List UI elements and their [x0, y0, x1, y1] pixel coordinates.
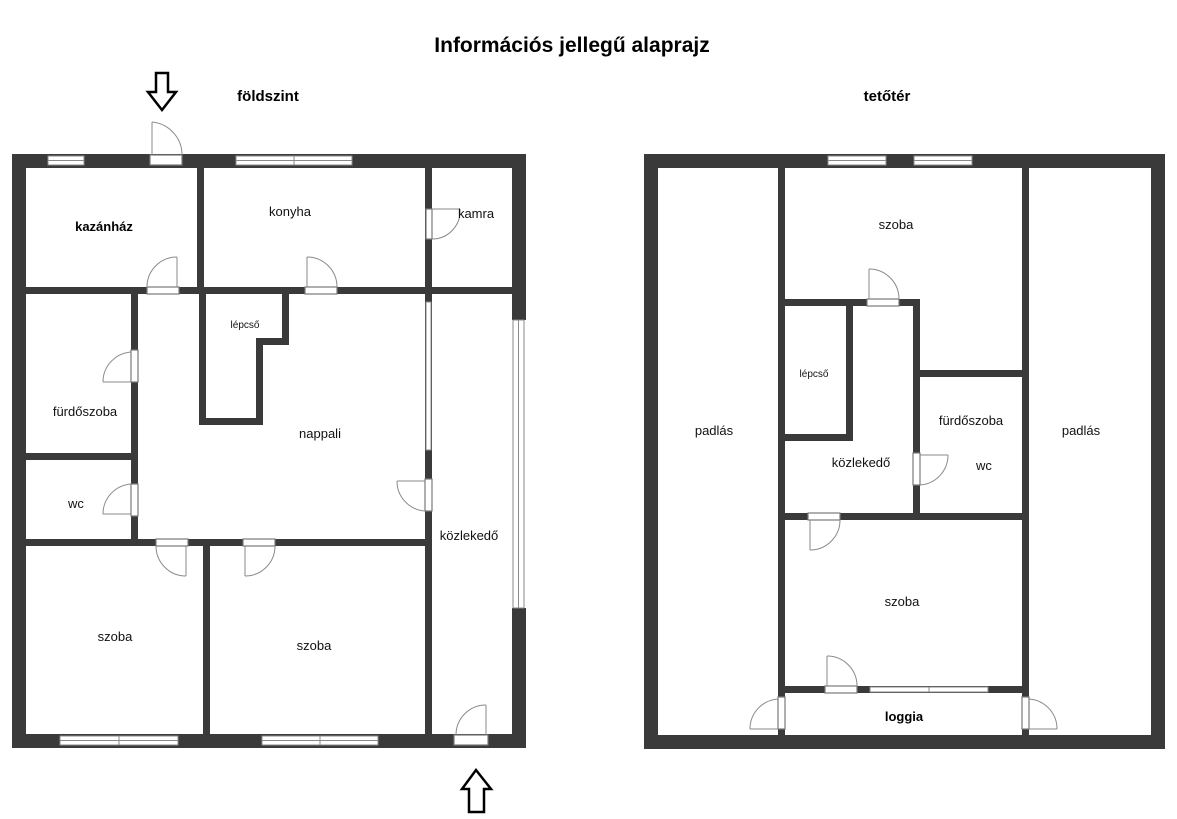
room-label-attic-lepcso: lépcső — [800, 369, 829, 380]
ground-windows — [47, 155, 525, 746]
room-label-kazanhaz: kazánház — [75, 219, 133, 234]
room-label-loggia: loggia — [885, 709, 924, 724]
room-label-kamra: kamra — [458, 206, 495, 221]
room-label-attic-kozlekedo: közlekedő — [832, 455, 891, 470]
room-label-attic-furdoszoba: fürdőszoba — [939, 413, 1004, 428]
entrance-arrow-top-icon — [145, 71, 179, 113]
ground-floor-label: földszint — [237, 88, 299, 105]
attic-interior-walls — [778, 168, 1029, 735]
room-label-kozlekedo: közlekedő — [440, 528, 499, 543]
room-label-wc: wc — [67, 496, 84, 511]
ground-interior-walls — [26, 168, 512, 734]
attic-floor-plan: tetőtér — [644, 88, 1165, 749]
room-label-attic-wc: wc — [975, 458, 992, 473]
room-label-furdoszoba: fürdőszoba — [53, 404, 118, 419]
room-label-lepcso: lépcső — [231, 320, 260, 331]
attic-exterior-walls — [644, 154, 1165, 749]
ground-doors — [102, 121, 489, 746]
ground-exterior-walls — [12, 154, 526, 748]
room-label-padlas-right: padlás — [1062, 423, 1101, 438]
room-label-konyha: konyha — [269, 204, 312, 219]
attic-windows — [827, 155, 989, 693]
entrance-arrow-bottom-icon — [459, 767, 494, 814]
page-title: Információs jellegű alaprajz — [434, 34, 709, 57]
room-label-szoba-left: szoba — [98, 629, 133, 644]
room-label-nappali: nappali — [299, 426, 341, 441]
ground-floor-plan: földszint — [12, 71, 526, 814]
attic-floor-label: tetőtér — [864, 88, 911, 105]
room-label-szoba-bottom: szoba — [885, 594, 920, 609]
room-label-szoba-mid: szoba — [297, 638, 332, 653]
room-label-szoba-top: szoba — [879, 217, 914, 232]
attic-doors — [749, 268, 1058, 730]
room-label-padlas-left: padlás — [695, 423, 734, 438]
